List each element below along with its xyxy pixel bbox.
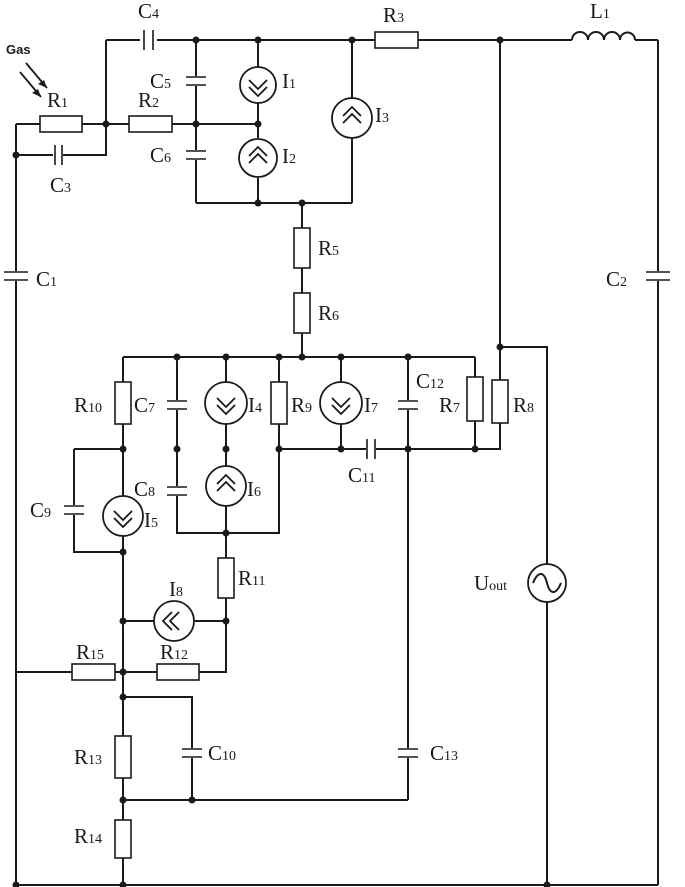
current-source-i3 [331, 97, 373, 139]
current-source-i6 [205, 465, 247, 507]
label-c13: C13 [430, 741, 458, 765]
current-sources [102, 66, 373, 642]
label-i7: I7 [364, 393, 378, 417]
ac-source-uout [527, 563, 567, 603]
label-r15: R15 [76, 640, 104, 664]
label-c7: C7 [134, 393, 155, 417]
capacitor-c4 [143, 30, 154, 50]
label-i1: I1 [282, 69, 296, 93]
resistor-r14 [114, 819, 132, 859]
capacitors [4, 30, 670, 758]
current-source-i7 [319, 381, 363, 425]
inductor-l1 [571, 31, 636, 41]
resistor-r8 [491, 379, 509, 424]
label-r5: R5 [318, 236, 339, 260]
resistor-r2 [128, 115, 173, 133]
label-r10: R10 [74, 393, 102, 417]
resistors [39, 31, 509, 859]
resistor-r10 [114, 381, 132, 425]
label-i3: I3 [375, 103, 389, 127]
label-c5: C5 [150, 69, 171, 93]
label-c4: C4 [138, 0, 159, 23]
resistor-r1 [39, 115, 83, 133]
resistor-r7 [466, 376, 484, 422]
capacitor-c1 [4, 271, 28, 281]
label-l1: L1 [590, 0, 610, 23]
label-c11: C11 [348, 463, 376, 487]
resistor-r13 [114, 735, 132, 779]
capacitor-c12 [398, 400, 418, 410]
capacitor-c3 [54, 145, 63, 165]
capacitor-c6 [186, 150, 206, 160]
label-uout: Uout [474, 571, 507, 595]
label-i2: I2 [282, 144, 296, 168]
junction-dots [12, 36, 551, 887]
label-i6: I6 [247, 477, 261, 501]
wires [15, 39, 659, 886]
label-c1: C1 [36, 267, 57, 291]
capacitor-c8 [167, 486, 187, 496]
label-r7: R7 [439, 393, 460, 417]
label-c10: C10 [208, 741, 236, 765]
resistor-r12 [156, 663, 200, 681]
current-source-i8 [153, 600, 195, 642]
capacitor-c5 [186, 76, 206, 86]
label-c6: C6 [150, 143, 171, 167]
current-source-i2 [238, 138, 278, 178]
resistor-r9 [270, 381, 288, 425]
label-c12: C12 [416, 369, 444, 393]
label-c8: C8 [134, 477, 155, 501]
label-r6: R6 [318, 301, 339, 325]
capacitor-c7 [167, 400, 187, 410]
capacitor-c13 [398, 748, 418, 758]
label-r8: R8 [513, 393, 534, 417]
capacitor-c10 [182, 748, 202, 758]
label-r13: R13 [74, 745, 102, 769]
capacitor-c11 [366, 439, 376, 459]
label-r1: R1 [47, 88, 68, 112]
current-source-i4 [204, 381, 248, 425]
resistor-r6 [293, 292, 311, 334]
label-r12: R12 [160, 640, 188, 664]
labels: Gas R1 R2 R3 C4 L1 C5 C6 I1 I2 I3 C3 R5 … [6, 0, 627, 848]
label-r3: R3 [383, 3, 404, 27]
current-source-i1 [239, 66, 277, 104]
label-c3: C3 [50, 173, 71, 197]
label-r9: R9 [291, 393, 312, 417]
label-c9: C9 [30, 498, 51, 522]
label-r2: R2 [138, 88, 159, 112]
gas-label: Gas [6, 42, 31, 57]
gas-arrow-icon [19, 62, 48, 98]
resistor-r11 [217, 557, 235, 599]
current-source-i5 [102, 495, 144, 537]
label-i5: I5 [144, 508, 158, 532]
capacitor-c9 [64, 505, 84, 515]
label-i4: I4 [248, 393, 262, 417]
resistor-r3 [374, 31, 419, 49]
label-r14: R14 [74, 824, 102, 848]
capacitor-c2 [646, 271, 670, 281]
resistor-r5 [293, 227, 311, 269]
label-c2: C2 [606, 267, 627, 291]
label-r11: R11 [238, 566, 266, 590]
resistor-r15 [71, 663, 116, 681]
label-i8: I8 [169, 577, 183, 601]
